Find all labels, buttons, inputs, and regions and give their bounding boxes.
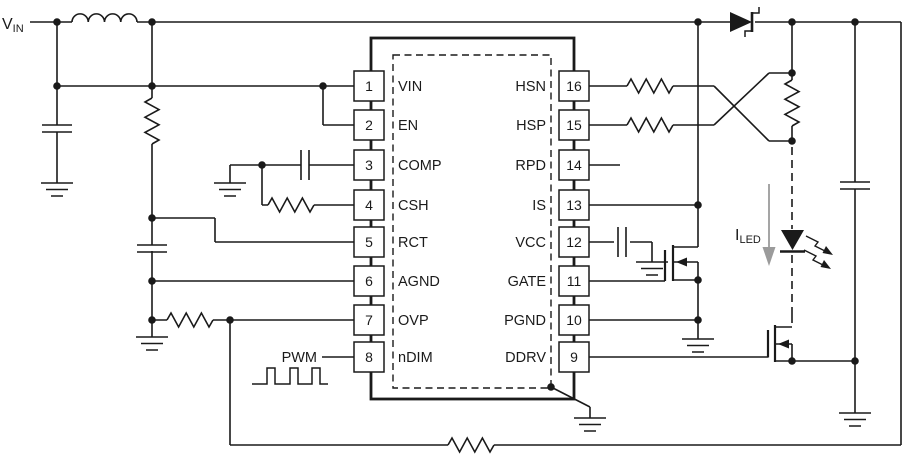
pin-name-en: EN	[398, 118, 418, 134]
agnd-ground	[135, 336, 169, 351]
pin-box-2	[353, 109, 385, 141]
left-pin-boxes	[353, 70, 385, 373]
pin-box-15	[558, 109, 590, 141]
output-capacitor	[839, 181, 871, 190]
wires	[30, 21, 902, 446]
pin-number-6: 6	[365, 273, 373, 289]
pin-box-7	[353, 304, 385, 336]
pin-box-8	[353, 341, 385, 373]
comp-capacitor	[300, 149, 310, 181]
top-rail	[30, 21, 902, 446]
pin-name-ndim: nDIM	[398, 350, 433, 366]
pin-number-2: 2	[365, 117, 373, 133]
pin-box-11	[558, 265, 590, 297]
input-cap-ground	[40, 182, 74, 197]
ic-dashed-boundary	[392, 54, 552, 389]
right-pin-boxes	[558, 70, 590, 373]
pin-box-4	[353, 189, 385, 221]
pin-numbers: 1 2 3 4 5 6 7 8 16 15 14 13 12 11 10 9	[365, 78, 582, 365]
timing-capacitor	[136, 244, 168, 253]
pin-box-1	[353, 70, 385, 102]
pin-name-hsp: HSP	[516, 118, 546, 134]
pin-number-13: 13	[566, 197, 582, 213]
pin-name-ovp: OVP	[398, 313, 429, 329]
pin-name-rct: RCT	[398, 235, 428, 251]
input-branch-wires	[56, 22, 354, 337]
pin-number-10: 10	[566, 312, 582, 328]
pin-box-5	[353, 226, 385, 258]
pin-number-1: 1	[365, 78, 373, 94]
pin-name-vcc: VCC	[515, 235, 546, 251]
pin-box-12	[558, 226, 590, 258]
vin-source-label: VIN	[2, 16, 24, 35]
pin-number-14: 14	[566, 157, 582, 173]
pin-number-8: 8	[365, 349, 373, 365]
pin-number-9: 9	[570, 349, 578, 365]
led	[780, 230, 834, 270]
output-ground	[838, 412, 872, 427]
pgnd-wire	[589, 319, 699, 339]
pin-number-3: 3	[365, 157, 373, 173]
pin-name-pgnd: PGND	[504, 313, 546, 329]
pin-name-comp: COMP	[398, 158, 442, 174]
inductor	[71, 13, 138, 23]
timing-resistor	[144, 97, 160, 145]
vcc-cap-ground	[635, 261, 669, 276]
pin-box-3	[353, 149, 385, 181]
led-current-arrow-icon	[762, 184, 776, 266]
pin-box-14	[558, 149, 590, 181]
pin-number-5: 5	[365, 234, 373, 250]
pin-name-gate: GATE	[508, 274, 547, 290]
pin-box-6	[353, 265, 385, 297]
vcc-capacitor	[617, 226, 627, 258]
pin-number-16: 16	[566, 78, 582, 94]
comp-csh-wires	[229, 164, 354, 206]
thermal-pad-ground	[573, 417, 607, 432]
pin-name-csh: CSH	[398, 198, 429, 214]
pin-name-hsn: HSN	[515, 79, 546, 95]
led-sense-resistor	[784, 79, 800, 127]
hsp-resistor	[626, 117, 674, 133]
vcc-wire	[589, 241, 653, 262]
thermal-pad-wire	[550, 386, 591, 418]
boost-mosfet	[663, 245, 699, 281]
pin-box-9	[558, 341, 590, 373]
ovp-feedback-resistor	[447, 437, 495, 453]
pwm-label: PWM	[282, 350, 317, 366]
pwm-waveform-icon	[252, 367, 328, 385]
pin-names: VIN EN COMP CSH RCT AGND OVP nDIM HSN HS…	[398, 79, 546, 366]
pin-number-11: 11	[567, 273, 582, 289]
components	[40, 13, 872, 453]
pin-number-15: 15	[566, 117, 582, 133]
pin-name-ddrv: DDRV	[505, 350, 546, 366]
ovp-lower-resistor	[166, 312, 214, 328]
pin-box-16	[558, 70, 590, 102]
pin-number-7: 7	[365, 312, 373, 328]
dim-mosfet	[766, 325, 793, 362]
pgnd-ground	[681, 338, 715, 353]
hsn-wire	[589, 85, 792, 142]
pin-number-4: 4	[365, 197, 373, 213]
pin-number-12: 12	[566, 234, 582, 250]
pin-name-vin: VIN	[398, 79, 422, 95]
iled-label: ILED	[735, 227, 761, 246]
comp-ground	[213, 182, 247, 197]
pin-name-agnd: AGND	[398, 274, 440, 290]
pin-name-is: IS	[532, 198, 546, 214]
csh-resistor	[267, 197, 315, 213]
input-capacitor	[41, 124, 73, 133]
pin-box-10	[558, 304, 590, 336]
pin-box-13	[558, 189, 590, 221]
schottky-diode	[730, 7, 760, 37]
rct-wire	[152, 217, 354, 243]
pin-name-rpd: RPD	[515, 158, 546, 174]
hsp-wire	[589, 72, 792, 126]
junction-dots	[53, 18, 859, 391]
hsn-resistor	[626, 78, 674, 94]
light-ray-icon	[805, 235, 834, 256]
